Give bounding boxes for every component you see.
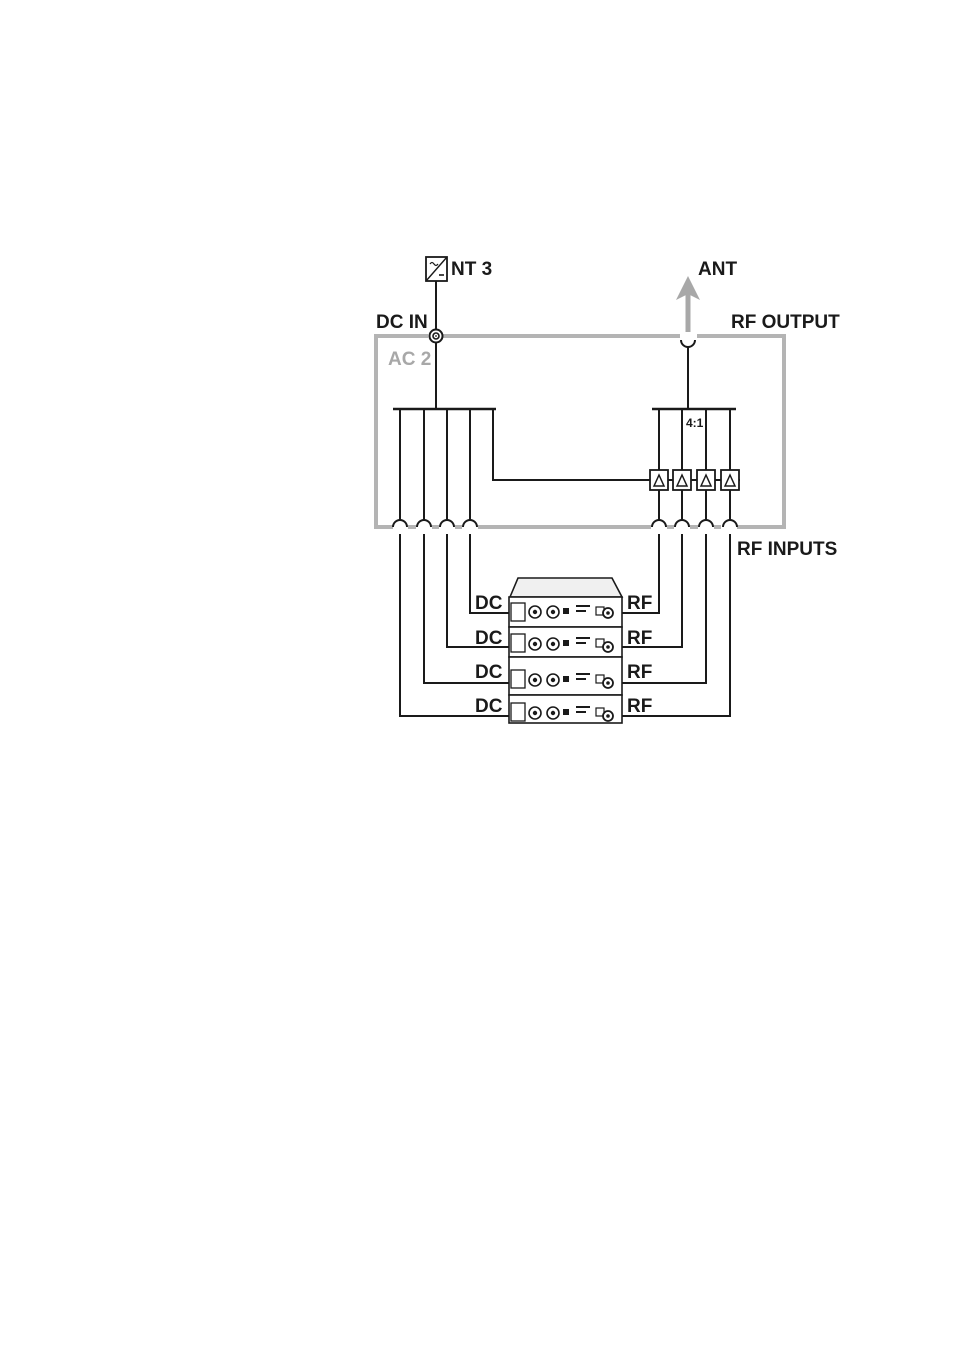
receiver-lid (510, 578, 622, 597)
receiver-unit-icon (509, 657, 622, 695)
power-supply-icon (426, 257, 447, 281)
rf-output-label: RF OUTPUT (731, 312, 840, 333)
dc-cables (400, 534, 510, 716)
receiver-4-dc-label: DC (475, 696, 503, 717)
amplifier-triangle-icon (650, 470, 740, 490)
receiver-4-rf-label: RF (627, 696, 652, 717)
receiver-1-dc-label: DC (475, 593, 503, 614)
dc-lines (400, 409, 650, 520)
receiver-2-dc-label: DC (475, 628, 503, 649)
receiver-unit-icon (509, 627, 622, 657)
ac2-label: AC 2 (388, 349, 431, 370)
dc-jack-icon (430, 330, 443, 343)
receiver-unit-icon (509, 597, 622, 627)
rf-output-connector (681, 340, 695, 347)
receiver-1-rf-label: RF (627, 593, 652, 614)
receiver-3-rf-label: RF (627, 662, 652, 683)
nt3-label: NT 3 (451, 259, 492, 280)
ratio-label: 4:1 (686, 416, 704, 430)
dc-in-label: DC IN (376, 312, 428, 333)
receiver-stack (509, 578, 622, 723)
rf-cables (610, 534, 730, 716)
receiver-2-rf-label: RF (627, 628, 652, 649)
rf-inputs-label: RF INPUTS (737, 539, 837, 560)
ant-label: ANT (698, 259, 737, 280)
receiver-unit-icon (509, 695, 622, 723)
ac2-housing (376, 336, 784, 527)
receiver-3-dc-label: DC (475, 662, 503, 683)
antenna-arrow-icon (676, 276, 700, 332)
